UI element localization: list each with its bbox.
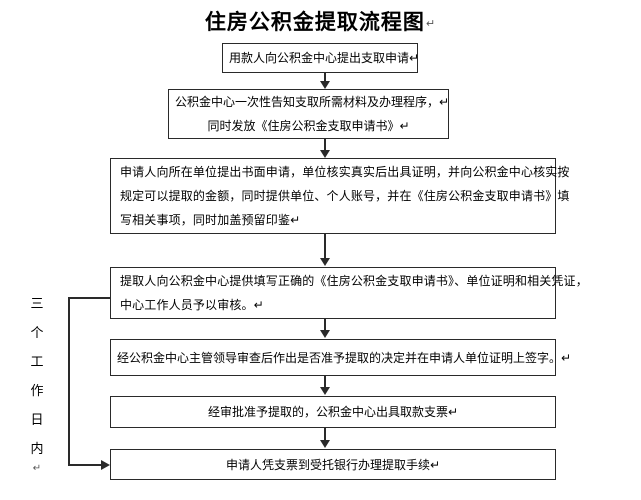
flow-step-3-line-2: 规定可以提取的金额，同时提供单位、个人账号，并在《住房公积金支取申请书》填 — [120, 189, 570, 203]
bracket-vertical-segment — [68, 297, 70, 465]
connector-3-to-4-arrow — [320, 258, 330, 266]
side-annotation-char-1: 三 — [30, 297, 44, 312]
flow-step-1-box[interactable]: 用款人向公积金中心提出支取申请↵ — [222, 43, 420, 73]
flow-step-5-box[interactable]: 经公积金中心主管领导审查后作出是否准予提取的决定并在申请人单位证明上签字。↵ — [110, 339, 572, 376]
flow-step-2-box[interactable]: 公积金中心一次性告知支取所需材料及办理程序，↵ 同时发放《住房公积金支取申请书》… — [168, 89, 449, 139]
page-title: 住房公积金提取流程图↵ — [0, 6, 641, 36]
connector-5-to-6-arrow — [320, 387, 330, 395]
flow-step-5-line-1: 经公积金中心主管领导审查后作出是否准予提取的决定并在申请人单位证明上签字。↵ — [117, 350, 572, 365]
flow-step-4-box[interactable]: 提取人向公积金中心提供填写正确的《住房公积金支取申请书》、单位证明和相关凭证， … — [110, 267, 588, 319]
flow-step-3-line-1: 申请人向所在单位提出书面申请，单位核实真实后出具证明，并向公积金中心核实按 — [120, 165, 570, 179]
page-title-pilcrow-mark: ↵ — [425, 17, 437, 30]
connector-3-to-4-line — [324, 234, 326, 258]
bracket-top-segment — [68, 297, 111, 299]
flow-step-6-line-1: 经审批准予提取的，公积金中心出具取款支票↵ — [207, 405, 459, 419]
flow-step-1-line-1: 用款人向公积金中心提出支取申请↵ — [229, 51, 420, 65]
connector-6-to-7-line — [324, 428, 326, 440]
connector-2-to-3-line — [324, 139, 326, 150]
flow-step-2-line-1: 公积金中心一次性告知支取所需材料及办理程序，↵ — [175, 95, 450, 109]
side-annotation-pilcrow-mark: ↵ — [32, 463, 42, 474]
flow-step-6-box[interactable]: 经审批准予提取的，公积金中心出具取款支票↵ — [110, 396, 556, 428]
flow-step-7-box[interactable]: 申请人凭支票到受托银行办理提取手续↵ — [110, 449, 556, 480]
flow-step-4-line-2: 中心工作人员予以审核。↵ — [120, 298, 264, 312]
connector-1-to-2-arrow — [320, 81, 330, 89]
connector-4-to-5-line — [324, 319, 326, 330]
side-annotation-three-working-days: 三 个 工 作 日 内 ↵ — [24, 290, 50, 474]
side-annotation-char-3: 工 — [30, 355, 44, 370]
flow-step-2-line-2: 同时发放《住房公积金支取申请书》↵ — [207, 119, 410, 133]
side-annotation-char-4: 作 — [30, 384, 44, 399]
flow-step-3-line-3: 写相关事项，同时加盖预留印鉴↵ — [120, 213, 301, 227]
side-annotation-char-2: 个 — [30, 326, 44, 341]
flow-step-4-line-1: 提取人向公积金中心提供填写正确的《住房公积金支取申请书》、单位证明和相关凭证， — [120, 274, 588, 288]
side-annotation-char-5: 日 — [30, 413, 44, 428]
connector-6-to-7-arrow — [320, 440, 330, 448]
flow-step-7-line-1: 申请人凭支票到受托银行办理提取手续↵ — [225, 457, 441, 472]
page-title-text: 住房公积金提取流程图 — [204, 10, 425, 34]
connector-4-to-5-arrow — [320, 330, 330, 338]
side-annotation-char-6: 内 — [30, 442, 44, 457]
connector-5-to-6-line — [324, 376, 326, 387]
connector-1-to-2-line — [324, 73, 326, 82]
connector-2-to-3-arrow — [320, 150, 330, 158]
bracket-arrow-into-step-7 — [101, 460, 110, 470]
bracket-bottom-segment — [68, 464, 102, 466]
flow-step-3-box[interactable]: 申请人向所在单位提出书面申请，单位核实真实后出具证明，并向公积金中心核实按 规定… — [110, 158, 570, 234]
